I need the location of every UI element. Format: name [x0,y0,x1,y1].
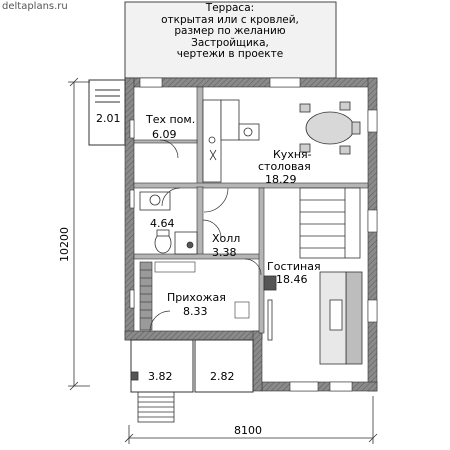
kitchen-name-2: столовая [258,160,311,173]
bath-area: 4.64 [150,217,175,230]
terrace-line: открытая или с кровлей, [161,13,299,26]
terrace-line: размер по желанию [174,25,286,37]
kitchen-counter [202,99,260,183]
kitchen-area: 18.29 [265,173,297,186]
dining-table [299,101,361,155]
terrace-line: Застройщика, [191,36,269,49]
terrace-note: Терраса: открытая или с кровлей, размер … [126,2,334,61]
tech-room-name: Тех пом. [145,113,195,126]
porch-bottom [130,339,254,393]
porch-left-area: 3.82 [148,370,173,383]
bathroom-fixtures [139,191,198,255]
terrace-line: чертежи в проекте [176,48,284,60]
dimension-width: 8100 [234,424,262,437]
porch-right-area: 2.82 [210,370,235,383]
staircase [299,187,361,259]
entry-stairs [130,371,175,423]
kitchen-name-1: Кухня- [273,148,312,161]
dimension-height: 10200 [58,227,71,262]
porch-top [88,79,126,146]
living-area: 18.46 [276,273,308,286]
terrace-line: Терраса: [205,2,255,14]
hall-area: 3.38 [212,246,237,259]
living-name: Гостиная [267,260,321,273]
dimension-lines [68,77,378,444]
interior-walls [133,86,369,334]
room-labels: 2.01 Тех пом. 6.09 Кухня- столовая 18.29… [96,112,321,383]
tech-room-area: 6.09 [152,128,177,141]
porch-top-area: 2.01 [96,112,121,125]
doors [149,139,262,332]
site-watermark: deltaplans.ru [2,1,68,12]
fireplace [263,275,277,341]
windows [129,77,378,392]
hall-name: Холл [212,232,240,245]
entry-area: 8.33 [183,305,208,318]
sofa [319,271,363,365]
terrace-area [124,1,337,79]
wardrobe [139,261,250,331]
entry-name: Прихожая [167,291,226,304]
